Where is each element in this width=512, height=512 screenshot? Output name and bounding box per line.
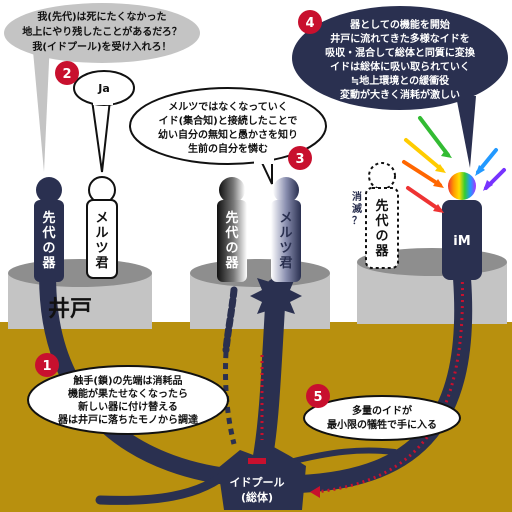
svg-text:1: 1 [42,359,51,374]
flow-arrow-head [310,486,320,498]
note-5: 多量のイドが最小限の犠牲で手に入る [303,395,461,441]
svg-text:2: 2 [62,67,71,82]
arrow-red [406,186,442,212]
figure-merutsu-fading: メルツ君 [271,177,301,282]
figure-senndai-fading: 先代の器 [217,177,247,282]
badge-1: 1 [35,353,59,377]
note-1: 触手(鎖)の先端は消耗品機能が果たせなくなったら新しい器に付け替える器は井戸に落… [27,365,229,435]
bubble-merutsu: メルツではなくなっていくイド(集合知)と接続したことで幼い自分の無知と愚かさを知… [129,87,327,185]
bubble-im: 器としての機能を開始井戸に流れてきた多様なイドを吸収・混合して総体と同質に変換イ… [292,6,508,168]
im-label: iM [453,234,470,249]
tentacle-middle [252,278,286,472]
senndai-fading-label: 先代の器 [224,210,239,271]
figure-ghost-senndai: 先代の器 [365,162,399,269]
tentacle-branch-right [287,447,398,465]
arrow-green [418,116,450,157]
svg-text:Ja: Ja [97,82,110,95]
well-label: 井戸 [48,297,92,322]
pool-label: イドプール(総体) [230,475,285,504]
merutsu-fading-label: メルツ君 [279,211,292,271]
svg-text:4: 4 [305,16,314,31]
svg-text:メルツではなくなっていくイド(集合知)と接続したことで幼い自: メルツではなくなっていくイド(集合知)と接続したことで幼い自分の無知と愚かさを知… [158,101,298,155]
badge-5: 5 [306,384,330,408]
senndai-label: 先代の器 [41,210,56,271]
arrow-yellow [404,138,444,172]
bubble-ja: Ja [73,70,135,173]
svg-text:触手(鎖)の先端は消耗品機能が果たせなくなったら新しい器に付: 触手(鎖)の先端は消耗品機能が果たせなくなったら新しい器に付け替える器は井戸に落… [57,374,198,426]
arrow-orange [402,160,442,187]
bubble-senndai: 我(先代)は死にたくなかった地上にやり残したことがあるだろ？我(イドプール)を受… [4,3,200,172]
figure-merutsu: メルツ君 [86,176,118,279]
badge-3: 3 [288,146,312,170]
badge-4: 4 [298,10,322,34]
extinct-label: 消滅？ [352,190,362,227]
svg-text:我(先代)は死にたくなかった地上にやり残したことがあるだろ？: 我(先代)は死にたくなかった地上にやり残したことがあるだろ？我(イドプール)を受… [22,10,181,53]
svg-text:5: 5 [313,390,322,405]
color-arrows [402,116,506,213]
tentacle-stub [222,286,238,354]
svg-text:器としての機能を開始井戸に流れてきた多様なイドを吸収・混合し: 器としての機能を開始井戸に流れてきた多様なイドを吸収・混合して総体と同質に変換イ… [325,18,476,101]
pool-eye [248,458,266,464]
merutsu-label: メルツ君 [95,211,108,271]
figure-senndai: 先代の器 [34,177,64,282]
spiky-burst [250,270,302,322]
tentacle-branch-lower-left [95,465,235,505]
idopool-body [218,446,306,510]
badge-2: 2 [55,61,79,85]
svg-text:多量のイドが最小限の犠牲で手に入る: 多量のイドが最小限の犠牲で手に入る [327,404,437,431]
figure-im: iM [442,172,482,280]
ghost-senndai-label: 先代の器 [374,198,389,259]
svg-text:3: 3 [295,152,304,167]
